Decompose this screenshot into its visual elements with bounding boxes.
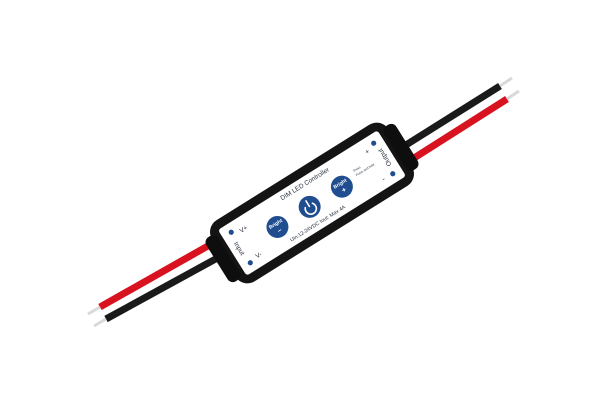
output-wire-tip-black	[499, 76, 513, 88]
input-wire-tip-black	[93, 317, 107, 328]
dim-up-sign: +	[341, 186, 348, 194]
controller-body: DIM LED Controller V+ V- Input + - Outpu…	[205, 122, 419, 284]
input-wires	[87, 234, 234, 328]
casing-end-right	[383, 123, 419, 171]
output-wire-tip-red	[506, 89, 520, 101]
corner-dot-3	[371, 140, 377, 146]
input-minus-label: V-	[254, 251, 263, 260]
dim-up-button[interactable]: Bright +	[327, 172, 357, 202]
input-wire-red	[98, 234, 224, 311]
corner-dot-4	[390, 171, 396, 177]
output-plus-label: +	[364, 148, 371, 156]
input-wire-black	[104, 246, 234, 323]
power-button[interactable]	[295, 192, 325, 222]
dim-down-sign: –	[276, 227, 283, 235]
input-plus-label: V+	[239, 224, 250, 234]
corner-dot-2	[247, 260, 253, 266]
dim-up-button-face[interactable]	[327, 172, 357, 202]
casing-end-left	[205, 235, 241, 283]
output-minus-label: -	[380, 174, 387, 183]
dim-down-button-face[interactable]	[262, 212, 292, 242]
power-icon	[304, 200, 318, 215]
corner-dot-1	[228, 229, 234, 235]
hint-press: Press	[352, 165, 361, 173]
dim-down-button[interactable]: Bright –	[262, 212, 292, 242]
input-wire-tip-red	[87, 305, 101, 316]
